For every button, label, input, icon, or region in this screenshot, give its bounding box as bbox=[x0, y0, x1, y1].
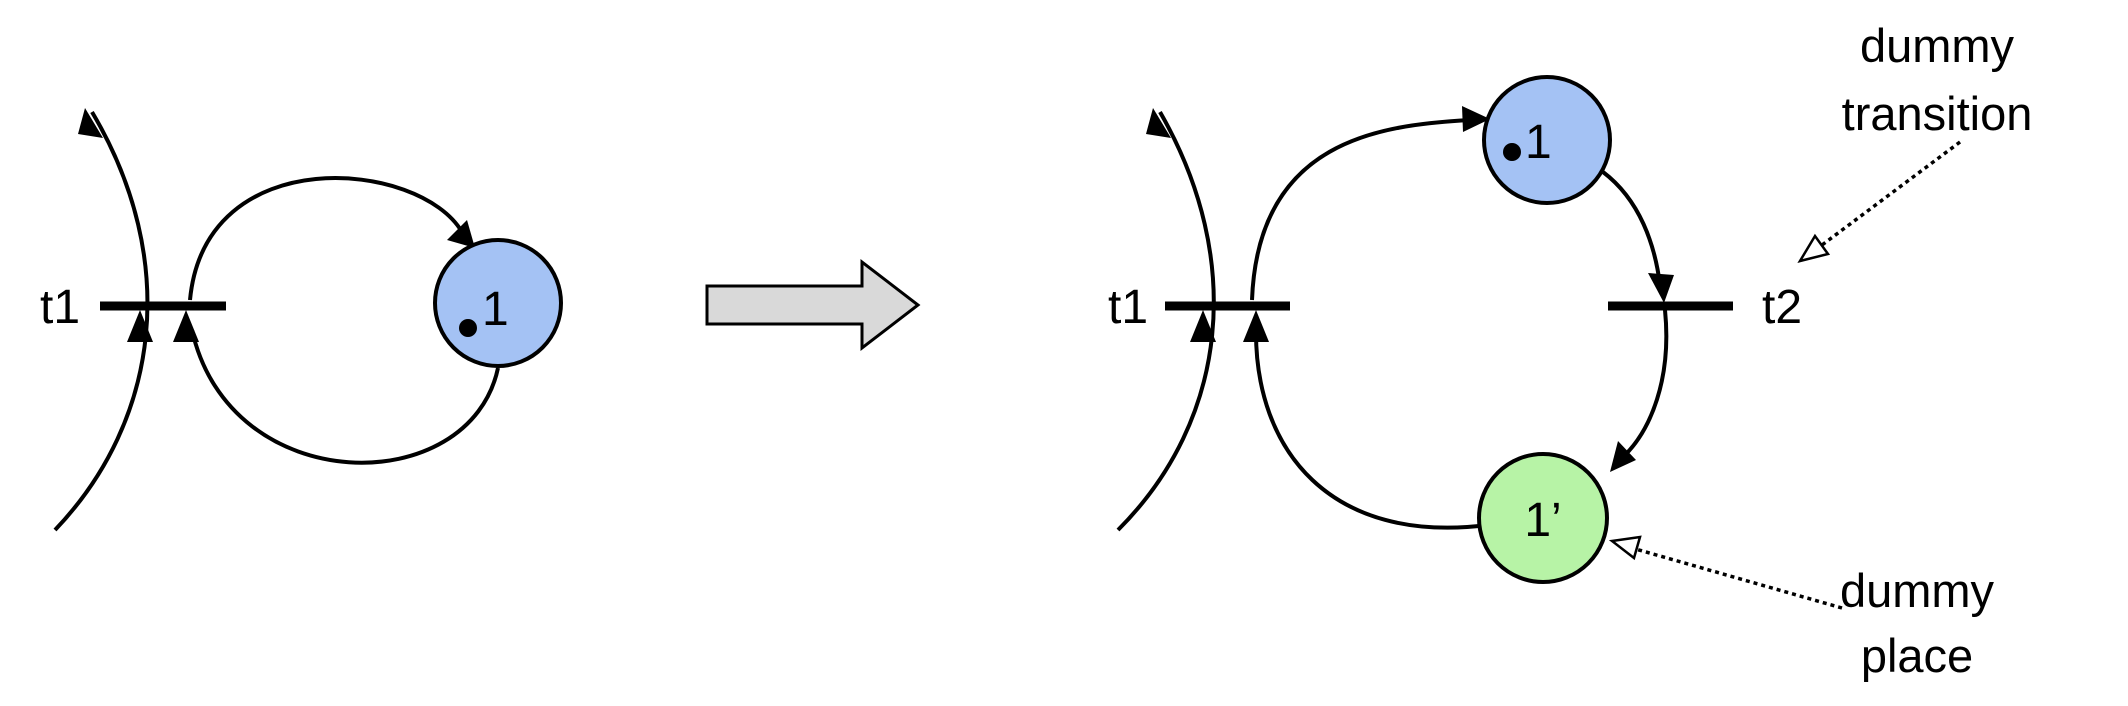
right-place bbox=[1482, 75, 1612, 205]
right-place-token bbox=[1503, 143, 1521, 161]
right-arc-place-to-t2 bbox=[1601, 170, 1662, 286]
left-arc-t1-to-place bbox=[188, 176, 464, 301]
left-t1-label: t1 bbox=[40, 281, 80, 334]
annotations: dummy transition dummy place bbox=[1608, 19, 2033, 682]
left-net: t1 1 bbox=[40, 108, 563, 532]
left-through-arrowhead bbox=[78, 108, 103, 138]
dummy-transition-pointer-arrowhead bbox=[1797, 233, 1831, 263]
right-t2-label: t2 bbox=[1762, 281, 1802, 334]
transform-arrow-shape bbox=[705, 258, 921, 352]
dummy-transition-pointer bbox=[1816, 140, 1962, 250]
right-through-arrowhead bbox=[1146, 108, 1171, 138]
dummy-place-annotation-line1: dummy bbox=[1840, 564, 1995, 617]
transform-arrow bbox=[705, 258, 921, 352]
right-t1-label: t1 bbox=[1108, 281, 1148, 334]
dummy-transition-annotation-line2: transition bbox=[1842, 87, 2033, 140]
right-arc-place-to-t2-arrowhead bbox=[1648, 273, 1674, 303]
left-arc-t1-to-place-arrowhead bbox=[447, 220, 475, 248]
right-arc-t2-to-dummy-place bbox=[1623, 309, 1669, 457]
right-t1-input-arrowhead-2 bbox=[1243, 310, 1269, 342]
left-t1-input-arrowhead-1 bbox=[127, 310, 153, 342]
right-arc-t1-to-place bbox=[1250, 118, 1471, 301]
right-place-label: 1 bbox=[1525, 116, 1552, 169]
left-place-token bbox=[459, 319, 477, 337]
right-arc-t1-to-place-arrowhead bbox=[1462, 106, 1490, 132]
dummy-transition-annotation-line1: dummy bbox=[1860, 19, 2015, 72]
right-dummy-place bbox=[1477, 452, 1609, 584]
left-place-label: 1 bbox=[482, 283, 509, 336]
dummy-place-pointer-arrowhead bbox=[1608, 535, 1642, 561]
right-arc-dummy-place-to-t1 bbox=[1253, 329, 1489, 530]
right-dummy-place-label: 1’ bbox=[1524, 494, 1561, 547]
right-t1-input-arrowhead-1 bbox=[1190, 310, 1216, 342]
right-net: t1 t2 1 1’ bbox=[1108, 75, 1802, 584]
dummy-place-pointer bbox=[1631, 546, 1843, 610]
dummy-place-annotation-line2: place bbox=[1861, 629, 1973, 682]
left-arc-place-to-t1 bbox=[190, 329, 500, 465]
left-t1-input-arrowhead-2 bbox=[173, 310, 199, 342]
right-arc-t2-to-dummy-place-arrowhead bbox=[1610, 441, 1636, 472]
